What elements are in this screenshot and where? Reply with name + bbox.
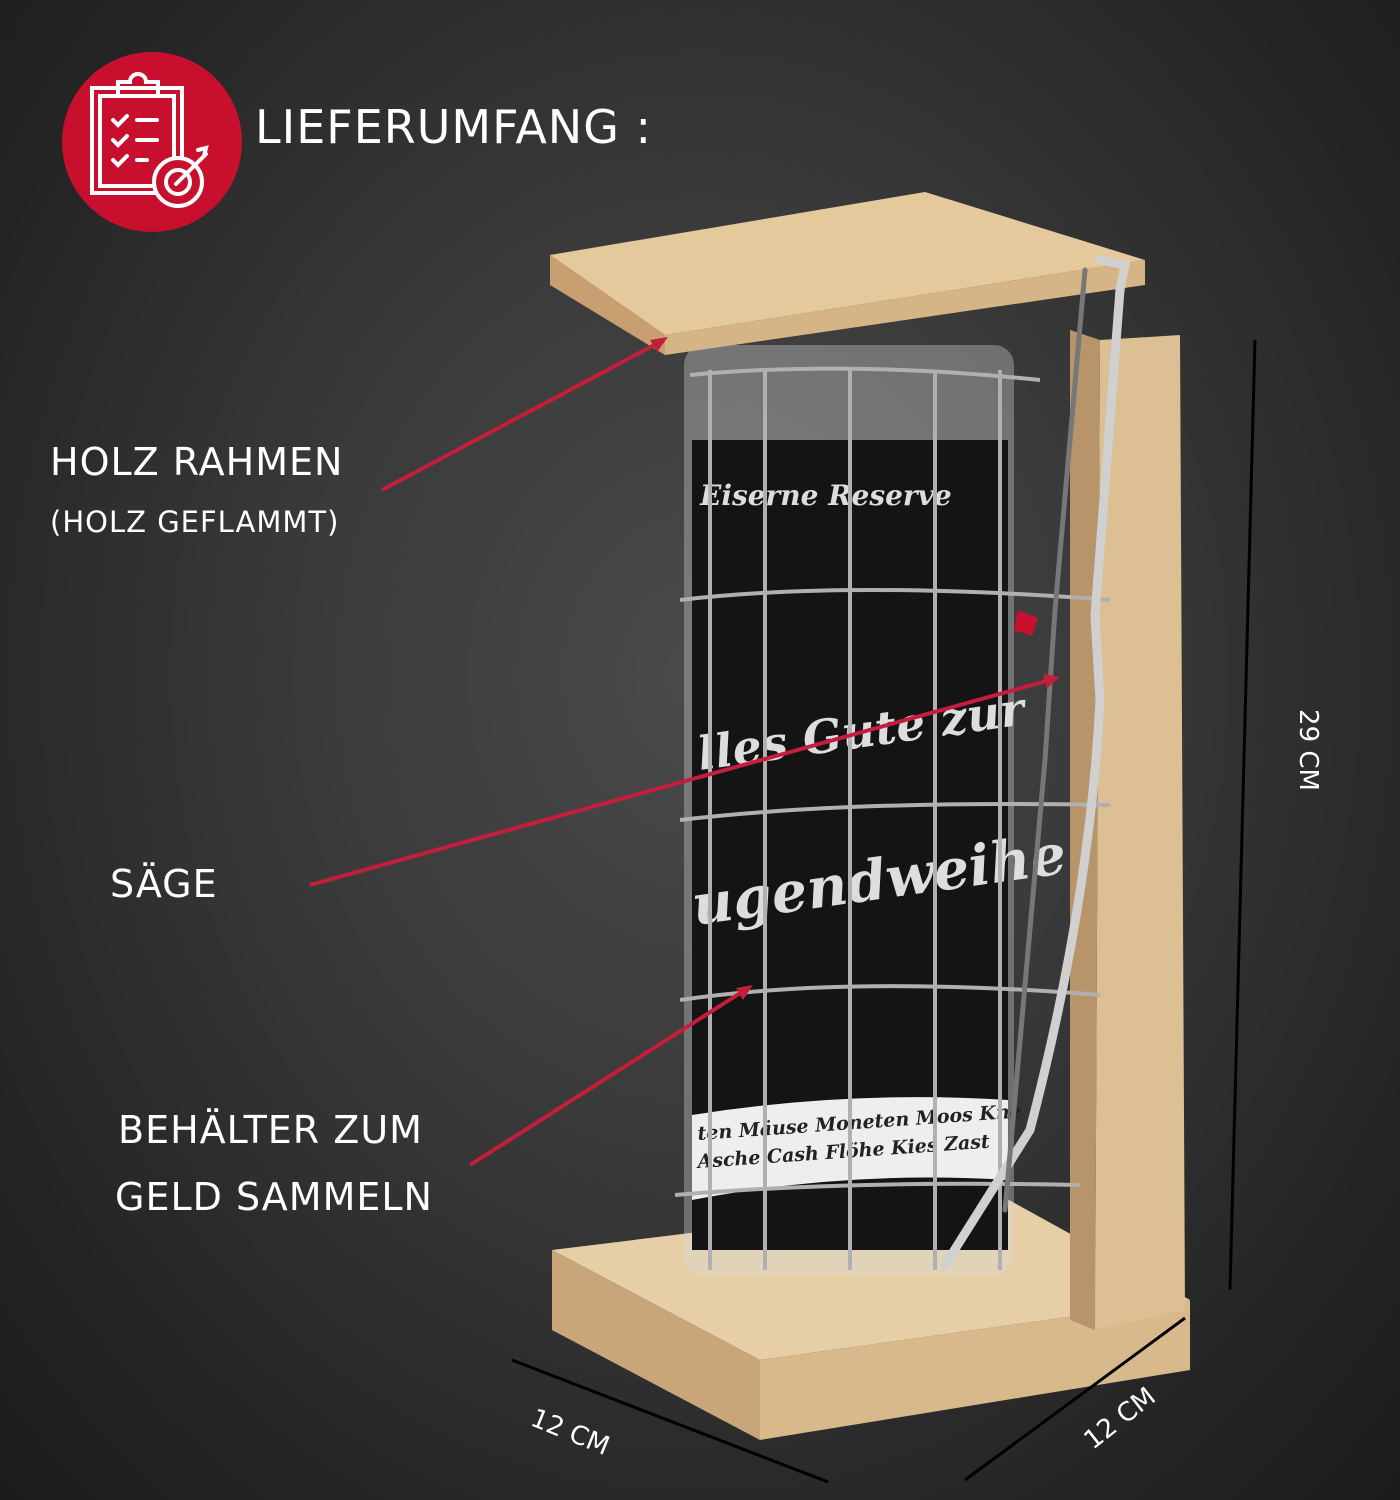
label-line1: Eiserne Reserve bbox=[699, 479, 952, 512]
wire-cage bbox=[674, 366, 1111, 1270]
pointer-arrows bbox=[309, 337, 1060, 1167]
label-frame: HOLZ RAHMEN bbox=[50, 440, 344, 484]
page-title: LIEFERUMFANG : bbox=[255, 100, 652, 154]
depth-dimension: 12 CM bbox=[1079, 1382, 1162, 1456]
clipboard-target-icon bbox=[62, 52, 242, 232]
wooden-top bbox=[550, 192, 1145, 355]
dimension-lines bbox=[511, 339, 1257, 1484]
label-container-line1: BEHÄLTER ZUM bbox=[118, 1108, 423, 1152]
wooden-back-post bbox=[1070, 330, 1185, 1330]
label-saw: SÄGE bbox=[110, 862, 218, 906]
height-dimension: 29 CM bbox=[1293, 709, 1323, 791]
width-dimension: 12 CM bbox=[526, 1403, 613, 1462]
label-container-line2: GELD SAMMELN bbox=[115, 1175, 433, 1219]
label-frame-note: (HOLZ GEFLAMMT) bbox=[50, 505, 340, 539]
